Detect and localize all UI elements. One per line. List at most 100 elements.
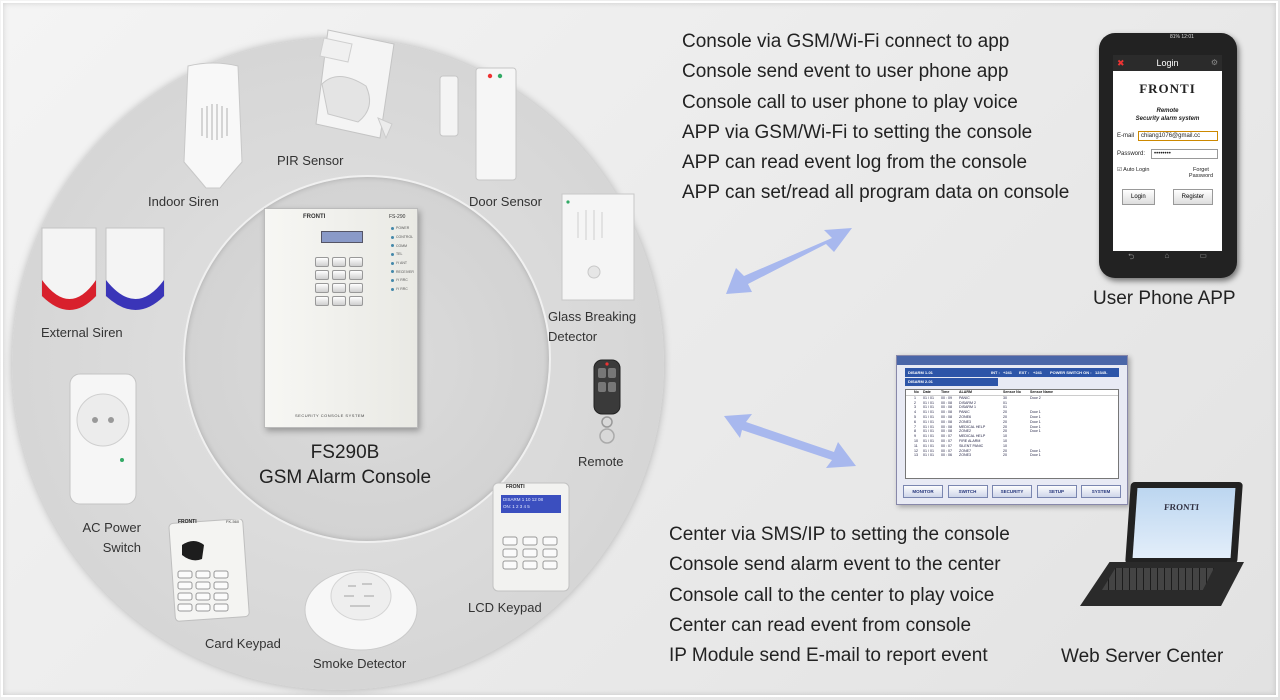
phone-navbar: ⮌ ⌂ ▭ <box>1113 251 1222 265</box>
center-link-arrow <box>724 414 856 468</box>
software-title-bar <box>897 356 1127 365</box>
console-model: FS-290 <box>389 214 406 220</box>
login-buttons: Login Register <box>1113 189 1222 205</box>
console-led: RECEIVER <box>391 267 414 276</box>
center-feature-item: IP Module send E-mail to report event <box>669 645 988 667</box>
external-siren-device <box>41 227 165 310</box>
card-keypad-device <box>168 519 250 622</box>
app-subtitle: Remote Security alarm system <box>1135 108 1200 122</box>
server-caption: Web Server Center <box>1061 646 1224 667</box>
console-model-name: FS290B <box>310 442 380 463</box>
lcd-keypad-device <box>492 482 570 592</box>
app-feature-item: Console call to user phone to play voice <box>682 91 1018 113</box>
card-keypad-brand: FRONTI <box>178 519 197 525</box>
door-sensor-device <box>439 67 517 181</box>
software-system-button[interactable]: SYSTEM <box>1081 485 1121 498</box>
console-title: FS290B GSM Alarm Console <box>230 440 460 490</box>
console-led: CONTROL <box>391 233 414 242</box>
software-area-header: DISARM 2-01 <box>905 378 998 386</box>
software-status-header: DISARM 1-01 INT : +241 EXT : +241 POWER … <box>905 368 1119 377</box>
phone-caption: User Phone APP <box>1093 288 1236 309</box>
center-features-list: Center via SMS/IP to setting the console… <box>669 520 1010 671</box>
smartphone-device: ✖ Login ⚙ FRONTI Remote Security alarm s… <box>1099 33 1237 278</box>
center-feature-item: Center can read event from console <box>669 614 972 636</box>
glass-breaking-detector-device <box>561 193 635 301</box>
laptop-device: FRONTI <box>1125 482 1243 564</box>
console-led: IY ANT <box>391 259 414 268</box>
software-button-bar: MONITOR SWITCH SECURITY SETUP SYSTEM <box>903 485 1121 498</box>
card-keypad-label: Card Keypad <box>205 636 281 651</box>
email-row: E-mail chiang1076@gmail.cc <box>1117 131 1218 141</box>
forget-password-link[interactable]: Forget Password <box>1188 167 1214 179</box>
password-field[interactable]: •••••••• <box>1151 149 1218 159</box>
home-icon[interactable]: ⌂ <box>1164 251 1170 260</box>
remote-device <box>593 359 621 444</box>
close-icon[interactable]: ✖ <box>1117 58 1125 68</box>
external-siren-label: External Siren <box>41 325 123 340</box>
console-subtitle: GSM Alarm Console <box>258 467 432 488</box>
console-led: POWER <box>391 224 414 233</box>
console-led: TEL <box>391 250 414 259</box>
software-switch-button[interactable]: SWITCH <box>947 485 988 498</box>
app-feature-item: Console send event to user phone app <box>682 61 1009 83</box>
email-field[interactable]: chiang1076@gmail.cc <box>1138 131 1218 141</box>
console-led: IY RRC <box>391 285 414 294</box>
back-icon[interactable]: ⮌ <box>1128 252 1135 261</box>
app-logo: FRONTI <box>1139 81 1196 96</box>
console-led: COMM <box>391 241 414 250</box>
console-led: IY RRC <box>391 276 414 285</box>
software-setup-button[interactable]: SETUP <box>1036 485 1077 498</box>
app-link-arrow <box>726 228 852 294</box>
app-title-bar: ✖ Login ⚙ <box>1113 55 1222 71</box>
app-feature-item: APP can read event log from the console <box>682 152 1028 174</box>
ac-power-switch-device <box>69 373 137 505</box>
app-feature-item: APP can set/read all program data on con… <box>682 182 1070 204</box>
glass-breaking-detector-label: Glass Breaking Detector <box>548 309 637 344</box>
smoke-detector-device <box>304 569 418 651</box>
software-security-button[interactable]: SECURITY <box>992 485 1032 498</box>
auto-login-checkbox[interactable]: ☑ Auto Login <box>1117 167 1150 173</box>
card-keypad-model: FK-560 <box>226 519 240 524</box>
center-feature-item: Console call to the center to play voice <box>669 584 995 606</box>
ac-power-switch-label: AC Power Switch <box>82 520 141 555</box>
console-brand: FRONTI <box>303 214 326 220</box>
smoke-detector-label: Smoke Detector <box>313 656 407 671</box>
app-feature-item: APP via GSM/Wi-Fi to setting the console <box>682 121 1033 143</box>
laptop-display: FRONTI <box>1132 488 1236 558</box>
indoor-siren-device <box>183 62 243 189</box>
login-button[interactable]: Login <box>1121 189 1155 205</box>
software-monitor-button[interactable]: MONITOR <box>903 485 943 498</box>
console-lcd <box>321 231 363 243</box>
pir-sensor-label: PIR Sensor <box>277 153 344 168</box>
monitoring-software-window: DISARM 1-01 INT : +241 EXT : +241 POWER … <box>896 355 1128 505</box>
app-title: Login <box>1156 58 1179 68</box>
password-label: Password: <box>1117 151 1146 157</box>
lcd-keypad-label: LCD Keypad <box>468 600 542 615</box>
lcd-keypad-brand: FRONTI <box>506 484 525 490</box>
gear-icon[interactable]: ⚙ <box>1210 58 1218 67</box>
login-options: ☑ Auto Login Forget Password <box>1117 167 1218 179</box>
recent-apps-icon[interactable]: ▭ <box>1199 251 1207 260</box>
register-button[interactable]: Register <box>1172 189 1213 205</box>
pir-sensor-device <box>315 29 395 140</box>
laptop-keyboard <box>1102 568 1214 590</box>
